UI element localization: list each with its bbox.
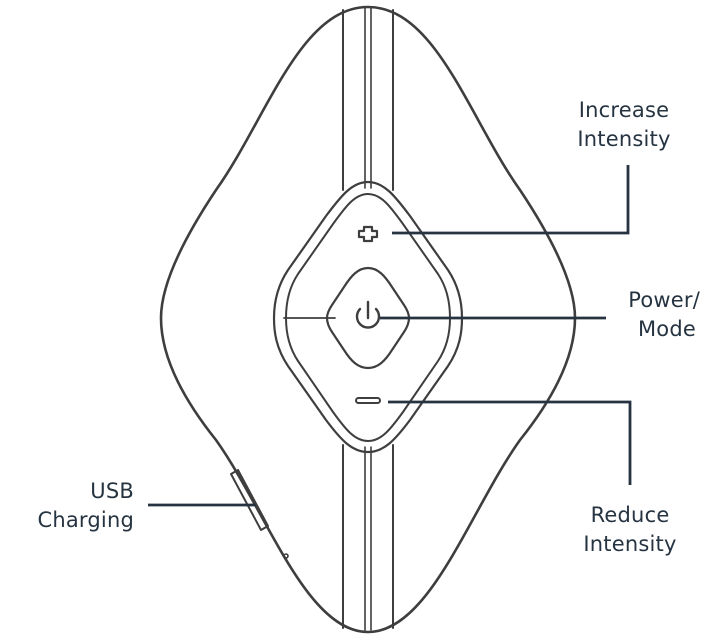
label-increase-line1: Increase: [578, 98, 670, 122]
label-increase-line2: Intensity: [577, 127, 671, 151]
usb-port[interactable]: [230, 469, 269, 531]
power-button-outline[interactable]: [325, 266, 411, 370]
device-body-outline: [159, 5, 577, 634]
label-usb-line2: Charging: [37, 508, 134, 532]
plus-icon[interactable]: [357, 225, 379, 243]
label-power-line1: Power/: [628, 288, 700, 312]
label-reduce-line2: Intensity: [583, 532, 677, 556]
label-reduce-line1: Reduce: [590, 503, 670, 527]
device-body: [159, 5, 577, 634]
control-panel-inner: [285, 193, 451, 442]
label-increase-intensity: Increase Intensity: [568, 96, 680, 154]
minus-icon[interactable]: [355, 397, 381, 404]
leader-lines: [148, 165, 632, 507]
leader-reduce: [388, 400, 632, 485]
power-icon[interactable]: [355, 300, 381, 329]
label-power-mode: Power/ Mode: [604, 286, 700, 344]
label-usb-charging: USB Charging: [12, 477, 134, 535]
label-reduce-intensity: Reduce Intensity: [574, 501, 686, 559]
indicator-dot: [283, 553, 289, 559]
label-usb-line1: USB: [90, 479, 134, 503]
leader-increase: [392, 165, 630, 235]
label-power-line2: Mode: [637, 317, 696, 341]
control-panel-outer: [272, 180, 464, 454]
